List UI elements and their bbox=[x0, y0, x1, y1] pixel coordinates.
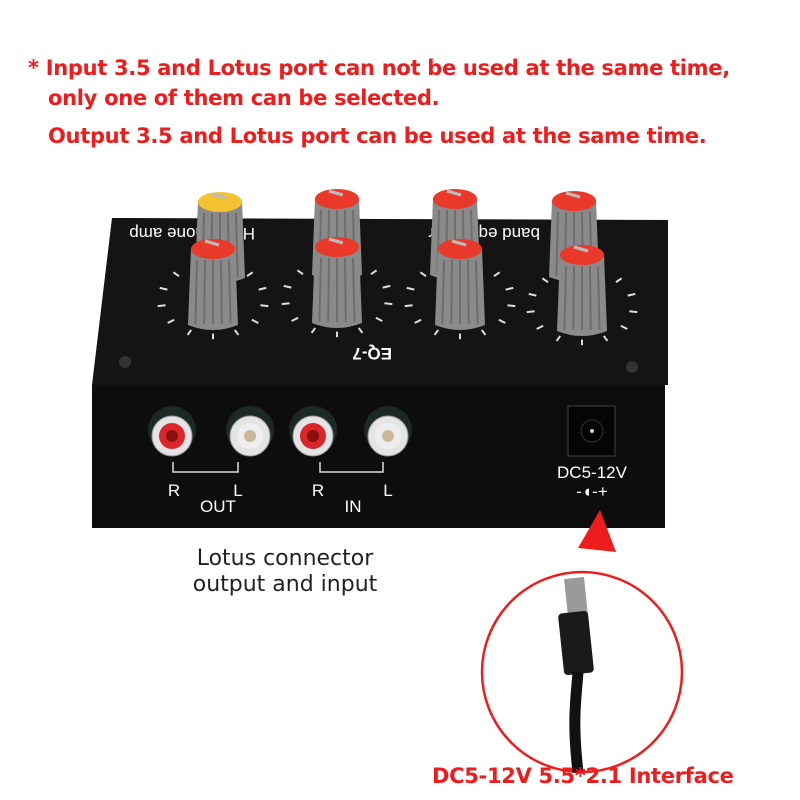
note-line-2: only one of them can be selected. bbox=[48, 86, 440, 110]
screw-icon bbox=[626, 361, 638, 373]
knob-cap bbox=[315, 189, 359, 209]
note-line-3: Output 3.5 and Lotus port can be used at… bbox=[48, 124, 707, 148]
out-r-label: R bbox=[168, 481, 180, 500]
knob[interactable] bbox=[157, 239, 269, 340]
knob-cap bbox=[198, 192, 242, 212]
in-l-label: L bbox=[383, 481, 392, 500]
knob[interactable] bbox=[281, 237, 393, 338]
power-label: DC5-12V bbox=[557, 463, 628, 482]
knob-cap bbox=[438, 239, 482, 259]
lotus-caption-line-1: Lotus connector bbox=[196, 546, 374, 571]
model-label: EQ-7 bbox=[352, 344, 392, 363]
knob[interactable] bbox=[404, 239, 516, 340]
in-r-label: R bbox=[312, 481, 324, 500]
knob[interactable] bbox=[526, 245, 638, 346]
screw-icon bbox=[119, 356, 131, 368]
out-label: OUT bbox=[200, 497, 236, 516]
rca-jack bbox=[148, 406, 196, 457]
out-l-label: L bbox=[233, 481, 242, 500]
in-label: IN bbox=[345, 497, 362, 516]
lotus-caption-line-2: output and input bbox=[192, 572, 378, 597]
callout-pointer bbox=[578, 510, 616, 552]
note-line-1: * Input 3.5 and Lotus port can not be us… bbox=[28, 56, 730, 80]
polarity-icon: -◖-+ bbox=[576, 482, 608, 501]
knob-cap bbox=[560, 245, 604, 265]
knob-cap bbox=[552, 191, 596, 211]
lotus-caption: Lotus connector output and input bbox=[180, 546, 390, 598]
dc-plug-icon bbox=[558, 577, 594, 773]
rca-jack bbox=[364, 406, 412, 457]
dc-interface-caption: DC5-12V 5.5*2.1 Interface bbox=[432, 764, 734, 788]
knob-cap bbox=[315, 237, 359, 257]
knob-cap bbox=[433, 189, 477, 209]
rca-jack bbox=[289, 406, 337, 457]
rca-jack bbox=[226, 406, 274, 457]
knob-cap bbox=[191, 239, 235, 259]
